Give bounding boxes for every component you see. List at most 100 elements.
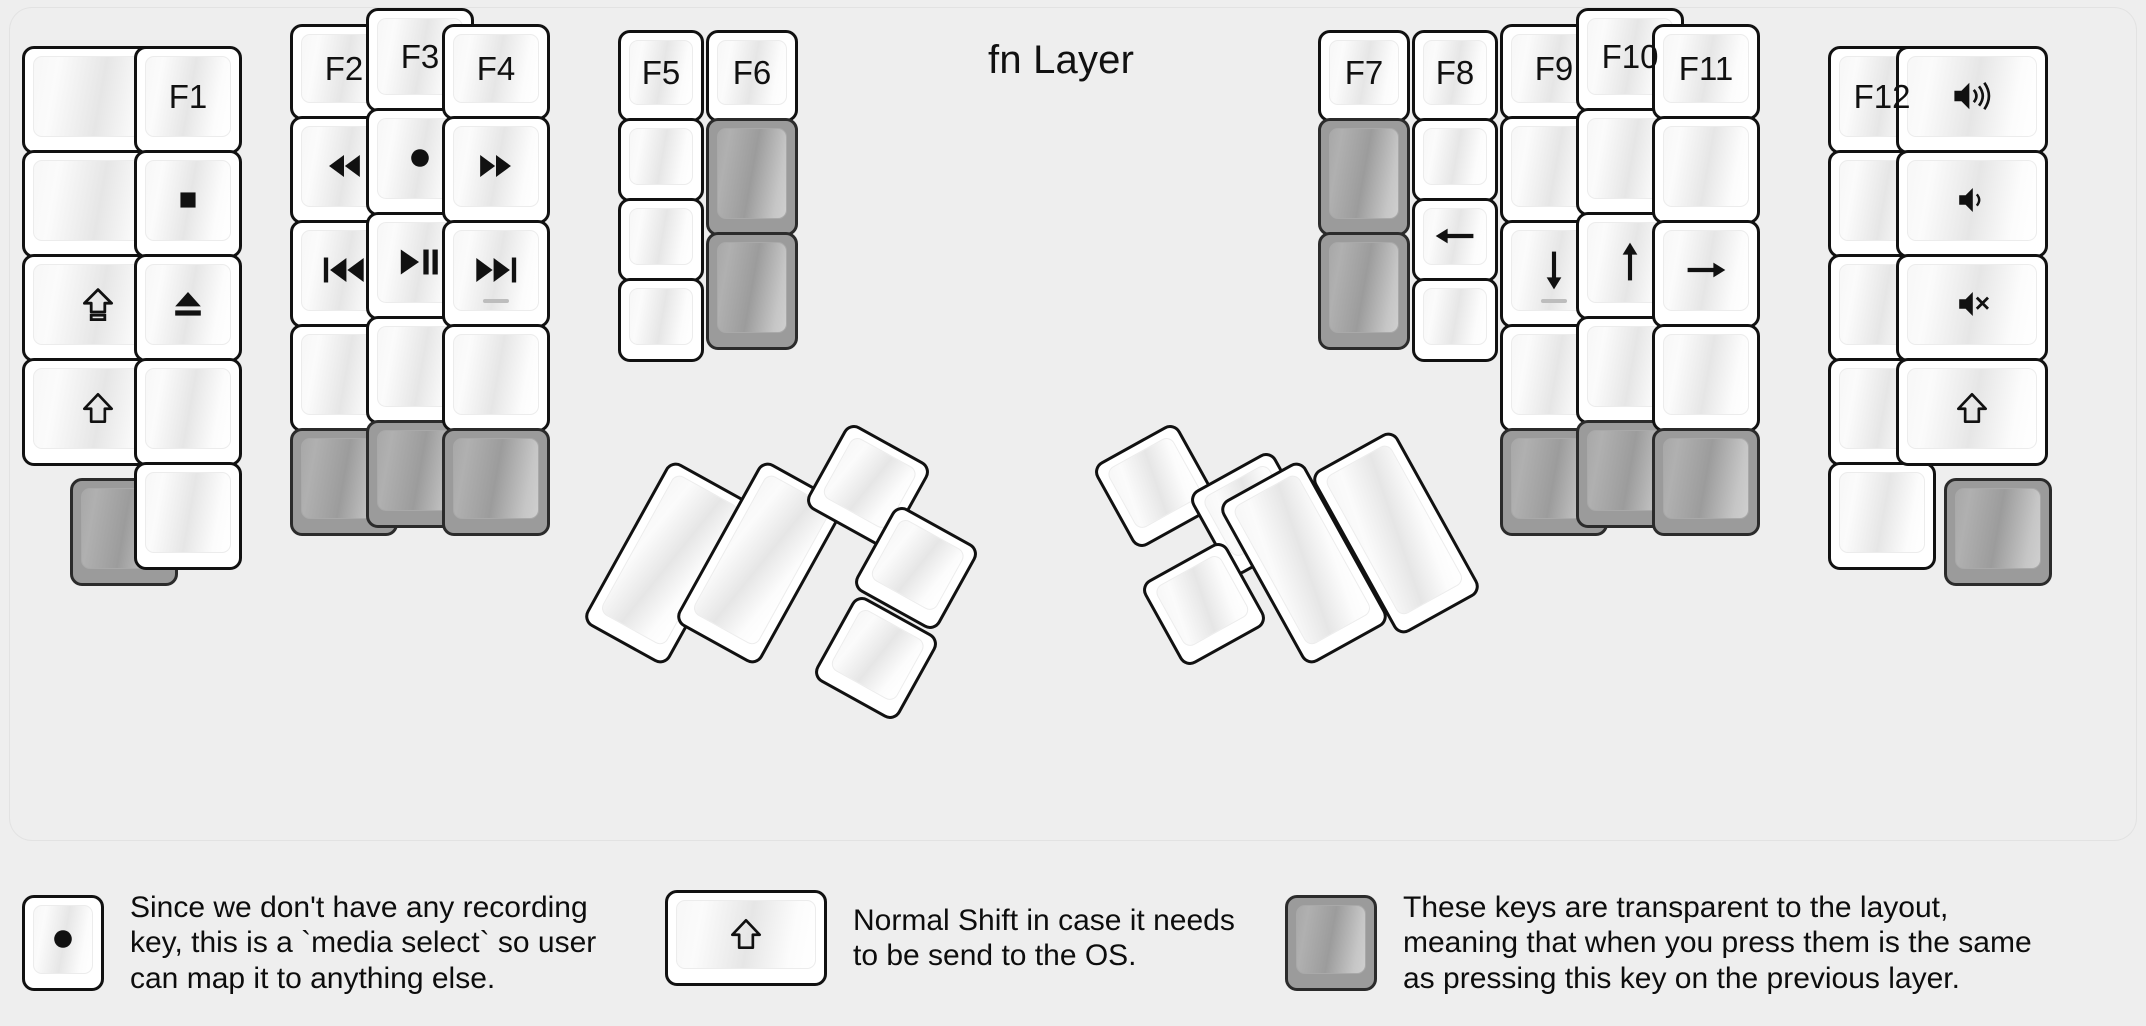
key-surface	[1839, 472, 1925, 553]
left-ring-key-2[interactable]	[290, 116, 398, 224]
left-index-key-1[interactable]: F4	[442, 24, 550, 120]
key-cap	[1415, 201, 1495, 279]
left-inner-index-key-3[interactable]	[618, 198, 704, 282]
right-outer-pinky-key-4[interactable]	[1896, 358, 2048, 466]
key-cap	[445, 119, 547, 221]
left-index-key-5[interactable]	[442, 428, 550, 536]
left-index-key-2[interactable]	[442, 116, 550, 224]
key-label: F6	[732, 53, 772, 91]
key-cap: F12	[1831, 49, 1933, 151]
key-cap: F11	[1655, 27, 1757, 117]
right-outer-pinky-key-1[interactable]	[1896, 46, 2048, 154]
left-pinky-key-4[interactable]	[134, 358, 242, 466]
key-surface	[145, 472, 231, 553]
right-outer-pinky-key-3[interactable]	[1896, 254, 2048, 362]
left-middle-key-4[interactable]	[366, 316, 474, 424]
right-inner-key-3[interactable]	[1318, 232, 1410, 350]
rewind-icon	[322, 144, 366, 188]
key-surface	[1329, 128, 1399, 219]
right-index-key-4[interactable]	[1500, 324, 1608, 432]
left-pinky-key-3[interactable]	[134, 254, 242, 362]
arrow-right-icon	[1683, 247, 1729, 293]
right-middle-key-2[interactable]	[1576, 108, 1684, 216]
key-cap	[137, 153, 239, 255]
right-inner-index-key-4[interactable]	[1412, 278, 1498, 362]
right-ring-key-2[interactable]	[1652, 116, 1760, 224]
right-pinky-key-1[interactable]: F12	[1828, 46, 1936, 154]
left-outer-pinky-key-1[interactable]	[22, 46, 174, 154]
left-inner-index-key-4[interactable]	[618, 278, 704, 362]
key-cap	[1899, 153, 2045, 255]
right-ring-key-4[interactable]	[1652, 324, 1760, 432]
right-index-key-5[interactable]	[1500, 428, 1608, 536]
key-surface	[717, 128, 787, 219]
right-pinky-key-5[interactable]	[1828, 462, 1936, 570]
left-outer-pinky-key-3[interactable]	[22, 254, 174, 362]
left-inner-key-1[interactable]: F6	[706, 30, 798, 122]
key-surface	[1423, 128, 1487, 185]
left-middle-key-1[interactable]: F3	[366, 8, 474, 112]
right-middle-key-5[interactable]	[1576, 420, 1684, 528]
right-inner-index-key-2[interactable]	[1412, 118, 1498, 202]
left-inner-index-key-1[interactable]: F5	[618, 30, 704, 122]
right-middle-key-1[interactable]: F10	[1576, 8, 1684, 112]
left-ring-key-1[interactable]: F2	[290, 24, 398, 120]
right-inner-key-1[interactable]: F7	[1318, 30, 1410, 122]
key-surface	[1663, 34, 1749, 103]
right-pinky-key-4[interactable]	[1828, 358, 1936, 466]
right-inner-index-key-1[interactable]: F8	[1412, 30, 1498, 122]
key-surface	[629, 128, 693, 185]
left-middle-key-5[interactable]	[366, 420, 474, 528]
left-pinky-key-5[interactable]	[134, 462, 242, 570]
left-outer-pinky-key-5[interactable]	[70, 478, 178, 586]
left-ring-key-5[interactable]	[290, 428, 398, 536]
right-pinky-key-3[interactable]	[1828, 254, 1936, 362]
key-surface	[1329, 242, 1399, 333]
shift-icon	[1953, 389, 1991, 427]
left-ring-key-3[interactable]	[290, 220, 398, 328]
key-surface	[629, 288, 693, 345]
key-cap	[1899, 361, 2045, 463]
play-pause-icon	[396, 238, 444, 286]
right-pinky-key-2[interactable]	[1828, 150, 1936, 258]
right-index-key-3[interactable]	[1500, 220, 1608, 328]
right-inner-key-2[interactable]	[1318, 118, 1410, 236]
volume-down-icon	[1952, 180, 1992, 220]
key-label: F2	[324, 49, 364, 87]
right-inner-index-key-3[interactable]	[1412, 198, 1498, 282]
left-pinky-key-1[interactable]: F1	[134, 46, 242, 154]
arrow-left-icon	[1432, 213, 1478, 259]
left-inner-key-3[interactable]	[706, 232, 798, 350]
key-cap: F6	[709, 33, 795, 119]
right-outer-pinky-key-5[interactable]	[1944, 478, 2052, 586]
left-ring-key-4[interactable]	[290, 324, 398, 432]
left-index-key-4[interactable]	[442, 324, 550, 432]
key-label: F12	[1853, 77, 1911, 115]
key-cap	[709, 235, 795, 347]
key-cap	[293, 119, 395, 221]
legend-key-2	[665, 890, 827, 986]
key-cap	[137, 465, 239, 567]
key-cap: F3	[369, 11, 471, 109]
right-ring-key-1[interactable]: F11	[1652, 24, 1760, 120]
right-ring-key-5[interactable]	[1652, 428, 1760, 536]
right-index-key-1[interactable]: F9	[1500, 24, 1608, 120]
key-cap	[668, 893, 824, 983]
key-label: F9	[1534, 49, 1574, 87]
key-cap	[293, 223, 395, 325]
key-cap	[1899, 257, 2045, 359]
left-index-key-3[interactable]	[442, 220, 550, 328]
right-ring-key-3[interactable]	[1652, 220, 1760, 328]
key-cap	[1947, 481, 2049, 583]
left-outer-pinky-key-2[interactable]	[22, 150, 174, 258]
key-surface	[629, 40, 693, 105]
right-outer-pinky-key-2[interactable]	[1896, 150, 2048, 258]
key-label: F8	[1435, 53, 1475, 91]
left-inner-index-key-2[interactable]	[618, 118, 704, 202]
left-inner-key-2[interactable]	[706, 118, 798, 236]
volume-mute-icon	[1952, 284, 1992, 324]
left-pinky-key-2[interactable]	[134, 150, 242, 258]
right-middle-key-3[interactable]	[1576, 212, 1684, 320]
left-middle-key-3[interactable]	[366, 212, 474, 320]
key-cap	[621, 201, 701, 279]
